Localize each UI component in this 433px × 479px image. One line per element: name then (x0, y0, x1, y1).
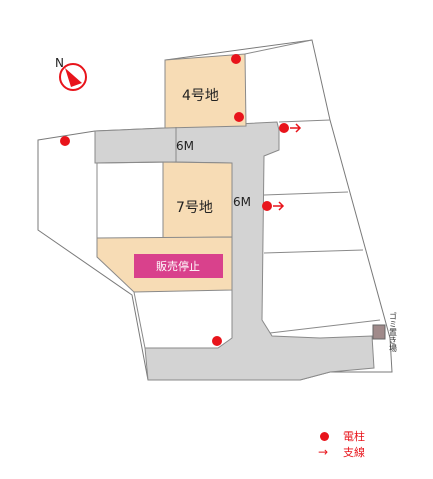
utility-poles (60, 54, 289, 346)
sales-stopped-label: 販売停止 (156, 259, 200, 273)
road-branch-label: 6M (233, 195, 251, 209)
pole-marker (279, 123, 289, 133)
legend-pole-label: 電柱 (343, 430, 365, 443)
compass-needle (65, 68, 82, 87)
legend: 電柱 → 支線 (318, 428, 365, 460)
legend-pole: 電柱 (318, 428, 365, 444)
arrow-icon: → (318, 445, 329, 459)
garbage-area-label: ゴミ置き場 (389, 311, 398, 353)
guy-wire-arrow (290, 123, 302, 133)
pole-marker (231, 54, 241, 64)
compass: N (55, 56, 87, 91)
sales-stopped-tag (134, 254, 223, 278)
lot-4-label: 4号地 (182, 88, 219, 104)
pole-marker (212, 336, 222, 346)
pole-marker (60, 136, 70, 146)
lot-4 (164, 53, 247, 129)
lot-lines (96, 39, 381, 349)
lot-7-label: 7号地 (176, 200, 213, 216)
road-main-label: 6M (176, 139, 194, 153)
pole-icon (320, 431, 329, 441)
compass-north: N (55, 56, 64, 70)
pole-marker (234, 112, 244, 122)
legend-guy-wire-label: 支線 (343, 446, 365, 459)
guy-wires (273, 123, 302, 211)
legend-guy-wire: → 支線 (318, 444, 365, 460)
pole-marker (262, 201, 272, 211)
garbage-area-block (372, 324, 386, 340)
guy-wire-arrow (273, 201, 285, 211)
